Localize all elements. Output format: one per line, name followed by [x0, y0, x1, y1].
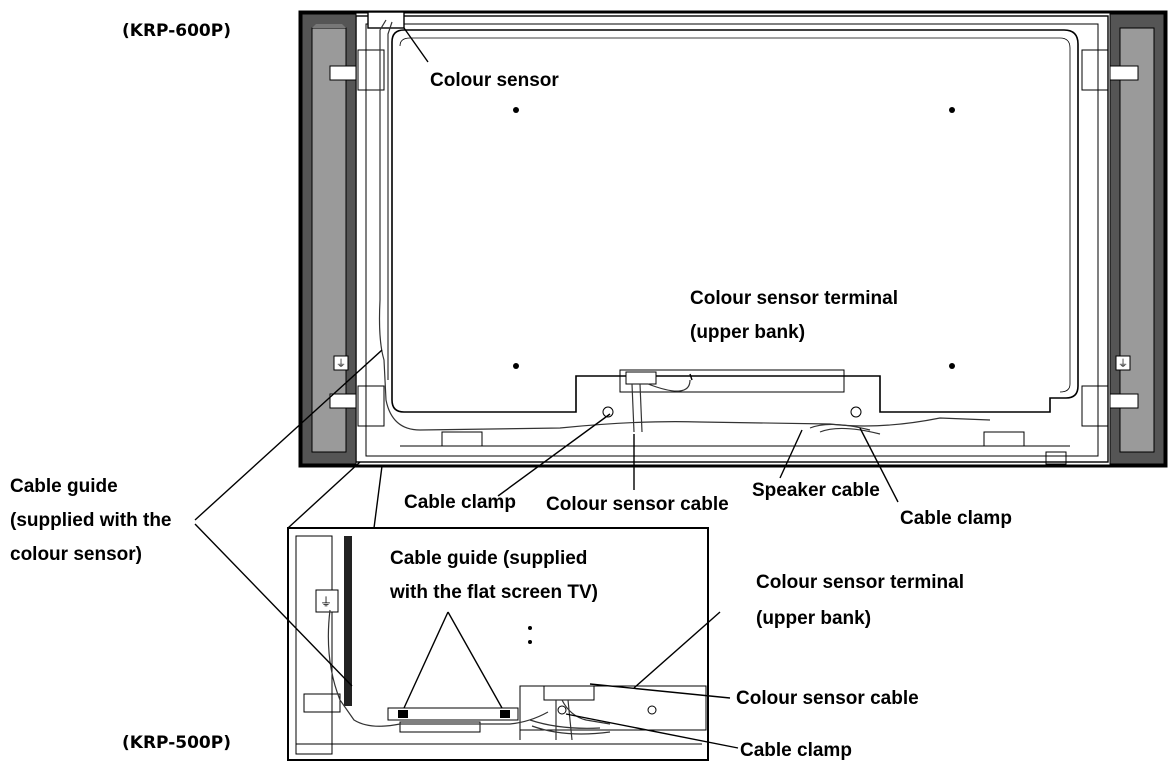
- model-bottom: (KRP-500P): [122, 733, 231, 753]
- label-cable-guide-2: (supplied with the: [10, 510, 172, 531]
- label-inset-terminal-2: (upper bank): [756, 608, 871, 629]
- label-cable-guide-3: colour sensor): [10, 544, 142, 565]
- label-speaker-cable: Speaker cable: [752, 480, 880, 501]
- label-inset-cable-clamp: Cable clamp: [740, 740, 852, 761]
- label-cable-clamp-left: Cable clamp: [404, 492, 516, 513]
- label-terminal-top-1: Colour sensor terminal: [690, 288, 898, 309]
- label-colour-sensor-cable: Colour sensor cable: [546, 494, 729, 515]
- left-speaker: ⏚: [301, 13, 357, 465]
- tv-rear-view: ⏚ ⏚: [298, 10, 1168, 468]
- svg-text:⏚: ⏚: [320, 595, 332, 609]
- inset-detail: ⏚: [287, 461, 709, 761]
- label-inset-guide-1: Cable guide (supplied: [390, 548, 587, 569]
- label-cable-guide-1: Cable guide: [10, 476, 118, 497]
- svg-text:⏚: ⏚: [336, 358, 346, 370]
- label-colour-sensor: Colour sensor: [430, 70, 559, 91]
- model-top: (KRP-600P): [122, 21, 231, 41]
- right-speaker: ⏚: [1109, 13, 1165, 465]
- label-inset-terminal-1: Colour sensor terminal: [756, 572, 964, 593]
- label-terminal-top-2: (upper bank): [690, 322, 805, 343]
- label-cable-clamp-right: Cable clamp: [900, 508, 1012, 529]
- label-inset-sensor-cable: Colour sensor cable: [736, 688, 919, 709]
- svg-text:⏚: ⏚: [1118, 358, 1128, 370]
- label-inset-guide-2: with the flat screen TV): [389, 582, 598, 603]
- leader-lines: [194, 27, 899, 749]
